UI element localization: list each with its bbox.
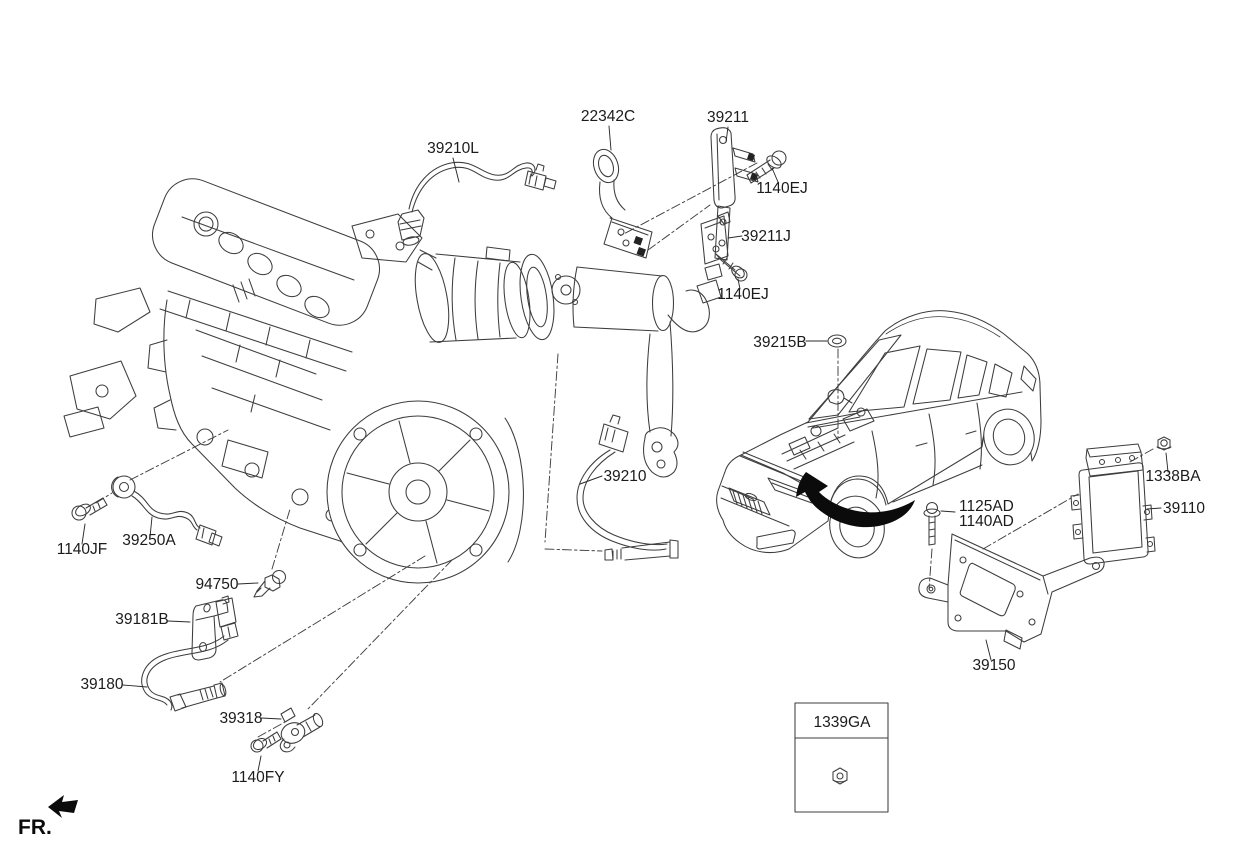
part-1140EJ-bolt-upper (746, 150, 787, 184)
taillight (1020, 365, 1037, 392)
part-39215B-grommet (827, 334, 847, 348)
part-39211J-bracket (700, 211, 731, 265)
part-39210L-oxygen-sensor (397, 161, 557, 246)
label-39211J: 39211J (741, 228, 791, 245)
part-1140FY-bolt (250, 731, 282, 753)
label-leader-lines (81, 125, 1169, 772)
label-39180: 39180 (80, 676, 123, 693)
part-1125AD-bolt (923, 501, 941, 546)
part-39180-crank-sensor (141, 635, 229, 712)
engine-assembly-drawing (63, 178, 524, 584)
connector (598, 423, 629, 453)
part-39110-ecu (1070, 443, 1156, 565)
ecu-connector (1085, 443, 1144, 477)
label-39250A: 39250A (122, 532, 176, 549)
part-39318-cam-sensor (279, 707, 324, 753)
assembly-alignment-lines (95, 162, 1154, 738)
part-1140JF-bolt (71, 497, 108, 521)
fr-label: FR. (18, 816, 52, 839)
fog-lamp (756, 529, 796, 550)
legend-box-1339GA: 1339GA (794, 702, 889, 813)
part-39250A-knock-sensor (111, 475, 223, 547)
label-1140JF: 1140JF (57, 541, 108, 558)
label-1338BA: 1338BA (1145, 468, 1201, 485)
part-1338BA-nut (1156, 436, 1172, 451)
engine-bay-pointer-arrow (796, 472, 915, 528)
fr-direction-indicator: FR. (18, 795, 78, 839)
part-94750-oil-pressure-switch (253, 569, 287, 598)
label-1140EJ-lower: 1140EJ (717, 286, 768, 303)
label-94750: 94750 (195, 576, 238, 593)
label-39215B: 39215B (753, 334, 806, 351)
label-1125AD: 1125AD (959, 498, 1014, 515)
front-wheel (829, 495, 885, 559)
label-1140AD: 1140AD (959, 513, 1014, 530)
part-labels: 39210L 22342C 39211 1140EJ 39211J 1140EJ… (57, 108, 1206, 786)
label-1140EJ-upper: 1140EJ (756, 180, 807, 197)
vehicle-outline-drawing (716, 310, 1042, 559)
label-39210L: 39210L (427, 140, 479, 157)
fr-arrow-icon (48, 795, 78, 818)
label-39318: 39318 (219, 710, 262, 727)
part-22342C-bracket (592, 148, 653, 259)
label-39210: 39210 (603, 468, 646, 485)
legend-part-label: 1339GA (814, 714, 872, 731)
side-mirror (827, 389, 845, 405)
label-39181B: 39181B (115, 611, 168, 628)
label-1140FY: 1140FY (231, 769, 284, 786)
legend-nut-icon (832, 767, 848, 785)
part-39211-bracket (710, 127, 759, 261)
connector (195, 524, 217, 546)
label-39150: 39150 (972, 657, 1015, 674)
part-39210-oxygen-sensor (576, 414, 679, 561)
part-39150-bracket (918, 533, 1105, 650)
label-39211: 39211 (707, 109, 749, 126)
connector (524, 170, 547, 191)
headlight (767, 477, 813, 504)
connector (215, 597, 237, 628)
part-39181B-bracket (191, 595, 239, 661)
brand-badge (744, 492, 758, 502)
left-ear (918, 577, 949, 603)
part-1140EJ-bolt-lower (715, 253, 748, 282)
label-39110: 39110 (1163, 500, 1205, 517)
exhaust-assembly-drawing (414, 246, 723, 478)
rear-wheel (983, 408, 1035, 466)
grille (728, 487, 771, 516)
label-22342C: 22342C (581, 108, 635, 125)
